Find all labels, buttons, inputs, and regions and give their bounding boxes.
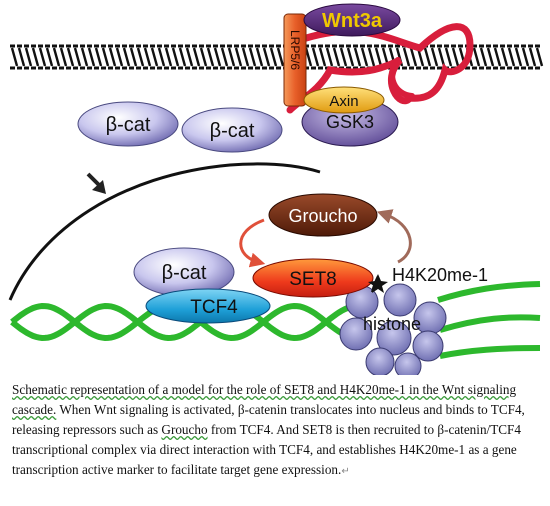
wnt3a-ligand: Wnt3a (303, 3, 401, 37)
groucho-label: Groucho (288, 206, 357, 226)
translocation-arrow (86, 172, 106, 194)
receptor-loop (286, 23, 474, 114)
beta-catenin-cytoplasm-2: β-cat (181, 107, 283, 153)
caption-body-2: from TCF4. And SET8 is then recruited to… (12, 422, 521, 477)
figure-caption: Schematic representation of a model for … (12, 380, 540, 482)
arrow-to-set8 (239, 218, 266, 268)
beta-catenin-label-1: β-cat (106, 114, 151, 136)
lrp56-receptor: LRP5/6 (283, 13, 307, 107)
lrp56-label: LRP5/6 (288, 30, 302, 70)
set8-protein: SET8 (252, 258, 374, 298)
axin-protein: Axin (303, 86, 385, 114)
receptor-loop-small (389, 57, 415, 99)
beta-catenin-label-nucleus: β-cat (162, 262, 207, 284)
caption-groucho: Groucho (161, 422, 208, 437)
wnt-signaling-diagram: LRP5/6 Wnt3a GSK3 Axin β-cat β-cat Grouc… (8, 3, 544, 375)
beta-catenin-nucleus: β-cat (133, 247, 235, 297)
dna-helix (10, 281, 541, 359)
axin-label: Axin (329, 93, 358, 110)
groucho-protein: Groucho (268, 193, 378, 237)
histone-label: histone (363, 314, 421, 334)
nuclear-envelope (8, 162, 321, 301)
beta-catenin-cytoplasm-1: β-cat (77, 101, 179, 147)
wnt3a-label: Wnt3a (322, 10, 383, 32)
caption-body-1: When Wnt signaling is activated, β-caten… (12, 402, 525, 437)
histone-complex: histone (339, 283, 447, 375)
paragraph-mark: ↵ (341, 466, 350, 477)
methyl-mark-star (368, 274, 388, 293)
cell-membrane (10, 44, 544, 70)
caption-title: Schematic representation of a model for … (12, 382, 517, 417)
tcf4-label: TCF4 (190, 297, 238, 318)
beta-catenin-label-2: β-cat (210, 120, 255, 142)
arrow-groucho-release (376, 209, 412, 264)
set8-label: SET8 (289, 269, 337, 290)
tcf4-protein: TCF4 (145, 288, 271, 324)
h4k20me1-label: H4K20me-1 (392, 265, 488, 285)
gsk3-label: GSK3 (326, 112, 374, 132)
